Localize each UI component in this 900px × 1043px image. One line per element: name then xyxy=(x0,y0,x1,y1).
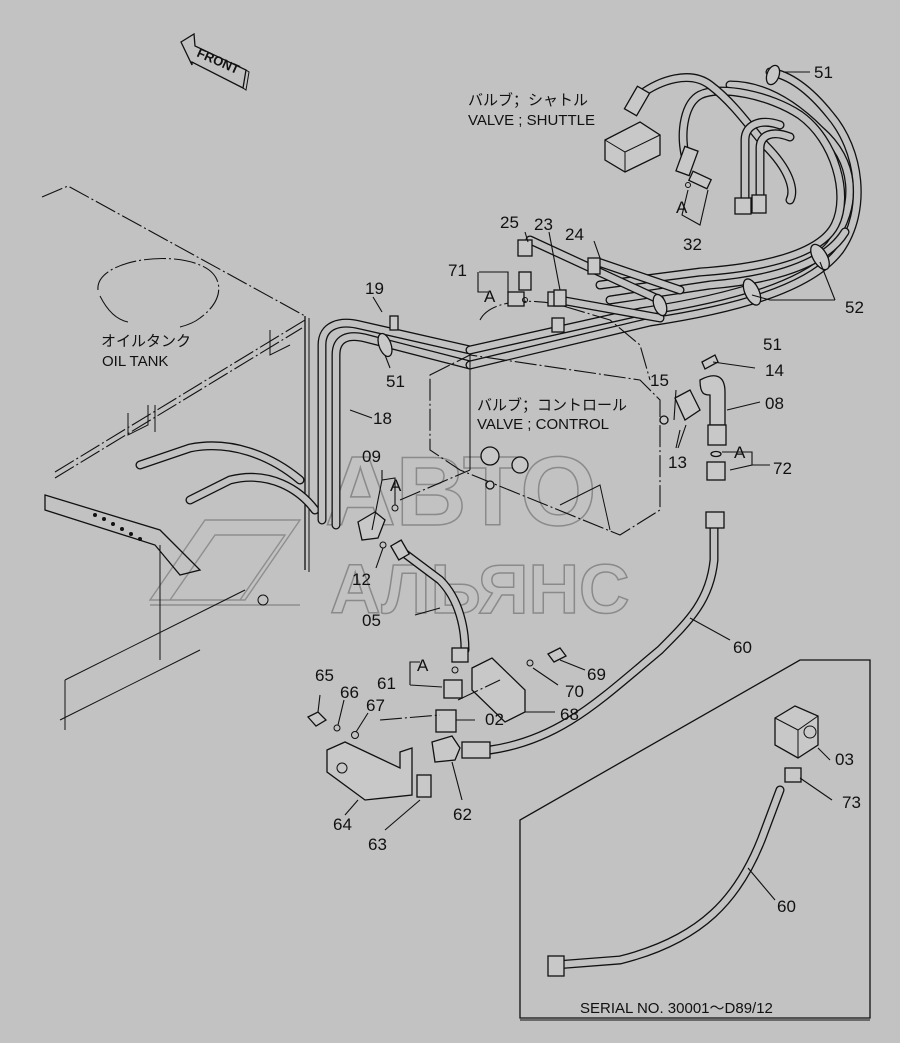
control-valve-label-jp: バルブ；コントロール xyxy=(477,396,627,414)
callout-61: 61 xyxy=(377,674,396,693)
serial-inset: SERIAL NO. 30001～D89/12 xyxy=(519,659,871,1021)
callout-73: 73 xyxy=(842,793,861,812)
callout-72: 72 xyxy=(773,459,792,478)
callout-15: 15 xyxy=(650,371,669,390)
shuttle-valve-label-jp: バルブ；シャトル xyxy=(468,91,588,109)
callout-69: 69 xyxy=(587,665,606,684)
callouts: 51 52 32 25 23 24 71 19 51 51 18 14 08 1… xyxy=(315,63,864,916)
callout-71: 71 xyxy=(448,261,467,280)
callout-23: 23 xyxy=(534,215,553,234)
oil-tank-label-jp: オイルタンク xyxy=(101,333,191,350)
fittings xyxy=(306,239,727,801)
callout-08: 08 xyxy=(765,394,784,413)
callout-51-left: 51 xyxy=(386,372,405,391)
shuttle-valve: バルブ；シャトル VALVE ; SHUTTLE xyxy=(468,85,767,215)
callout-05: 05 xyxy=(362,611,381,630)
callout-12: 12 xyxy=(352,570,371,589)
front-label: FRONT xyxy=(195,45,242,77)
callout-67: 67 xyxy=(366,696,385,715)
callout-51-mid: 51 xyxy=(763,335,782,354)
callout-09: 09 xyxy=(362,447,381,466)
control-valve: バルブ；コントロール VALVE ; CONTROL xyxy=(429,291,661,536)
control-valve-label-en: VALVE ; CONTROL xyxy=(477,416,609,433)
inset-caption: SERIAL NO. 30001～D89/12 xyxy=(580,1000,773,1017)
callout-03: 03 xyxy=(835,750,854,769)
callout-18: 18 xyxy=(373,409,392,428)
leader-lines xyxy=(317,71,836,901)
callout-68: 68 xyxy=(560,705,579,724)
callout-60-main: 60 xyxy=(733,638,752,657)
callout-24: 24 xyxy=(565,225,584,244)
callout-70: 70 xyxy=(565,682,584,701)
callout-52: 52 xyxy=(845,298,864,317)
watermark: АВТО АЛЬЯНС xyxy=(148,435,630,629)
callout-32: 32 xyxy=(683,235,702,254)
watermark-logo-icon xyxy=(148,519,302,606)
callout-14: 14 xyxy=(765,361,784,380)
callout-13: 13 xyxy=(668,453,687,472)
front-arrow-icon xyxy=(180,32,250,91)
ref-mark-a-72: A xyxy=(734,443,746,462)
oil-tank: オイルタンク OIL TANK xyxy=(41,185,310,730)
callout-19: 19 xyxy=(365,279,384,298)
front-arrow: FRONT xyxy=(180,32,250,91)
callout-66: 66 xyxy=(340,683,359,702)
callout-62: 62 xyxy=(453,805,472,824)
hose-clamps xyxy=(377,64,830,358)
callout-51-top: 51 xyxy=(814,63,833,82)
callout-60-inset: 60 xyxy=(777,897,796,916)
callout-02: 02 xyxy=(485,710,504,729)
callout-25: 25 xyxy=(500,213,519,232)
shuttle-valve-label-en: VALVE ; SHUTTLE xyxy=(468,112,595,129)
tank-bracket-holes xyxy=(93,513,142,541)
callout-63: 63 xyxy=(368,835,387,854)
hose-bundle xyxy=(135,67,862,755)
oil-tank-label-en: OIL TANK xyxy=(102,353,168,370)
callout-64: 64 xyxy=(333,815,352,834)
ref-mark-a-61: A xyxy=(417,656,429,675)
ref-mark-a-71: A xyxy=(484,287,496,306)
ref-mark-a-09: A xyxy=(390,476,402,495)
watermark-line2: АЛЬЯНС xyxy=(330,550,630,628)
ref-mark-a-32: A xyxy=(676,198,688,217)
callout-65: 65 xyxy=(315,666,334,685)
